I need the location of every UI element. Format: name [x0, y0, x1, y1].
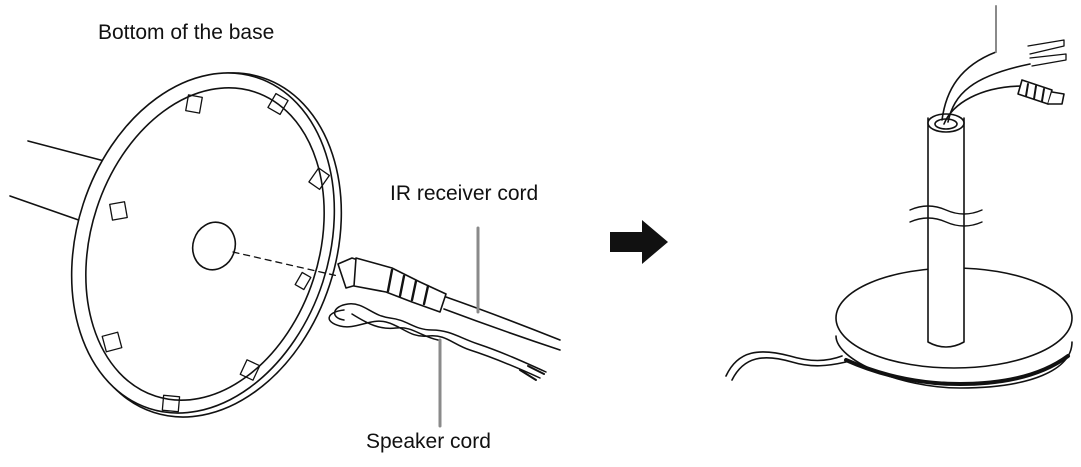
exit-cable-line [725, 351, 843, 377]
wire-end [1029, 53, 1067, 67]
rim-tab [267, 92, 289, 116]
pole-break-mark [909, 205, 983, 215]
top-cable [941, 51, 997, 121]
ir-cord-line-1 [445, 296, 561, 341]
ir-cord-line-2 [443, 308, 561, 351]
speaker-wire-a [328, 309, 541, 379]
rim-tab [308, 167, 330, 191]
pole-line-lower [9, 195, 91, 225]
base-disc-bottom-view [9, 72, 343, 418]
rim-tab [101, 331, 123, 353]
exit-cable-line [731, 356, 847, 381]
pole-break-mark [909, 217, 983, 227]
bottom-of-base-label: Bottom of the base [98, 21, 275, 44]
top-plug-ridges [1025, 83, 1045, 102]
top-plug-tip [1047, 91, 1065, 105]
plug-grip-ridges [386, 268, 430, 306]
ir-receiver-cord-label: IR receiver cord [390, 182, 539, 205]
stand-pole [927, 117, 965, 348]
rim-tab [161, 394, 181, 413]
speaker-cord-label: Speaker cord [366, 430, 491, 453]
wire-end [1027, 39, 1065, 55]
right-arrow-icon [610, 220, 668, 264]
insertion-guide-line [232, 251, 339, 277]
speaker-wire-tip [527, 365, 545, 375]
disc-inner-ring [85, 87, 325, 401]
speaker-cord [328, 303, 547, 381]
rim-tab [294, 271, 312, 291]
pole-line-upper [27, 140, 113, 164]
top-cable [943, 85, 1025, 125]
ir-receiver-plug [337, 257, 561, 351]
rim-tab [185, 94, 203, 114]
rim-tab [239, 359, 261, 381]
speaker-twist [351, 313, 439, 341]
speaker-wire-tip [519, 369, 537, 381]
speaker-wire-b [334, 303, 547, 373]
rim-tab [109, 201, 128, 221]
stand-base-shadow-edge [844, 354, 1070, 386]
plug-body [353, 257, 447, 313]
assembled-stand [725, 5, 1073, 389]
rim-tabs [101, 92, 330, 413]
